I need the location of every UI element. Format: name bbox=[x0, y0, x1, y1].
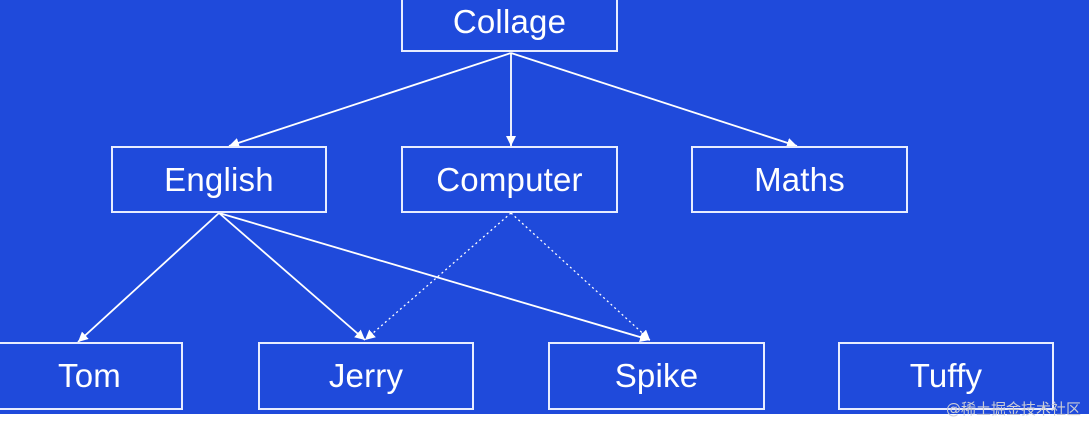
edge-english-to-spike bbox=[218, 212, 651, 342]
node-maths: Maths bbox=[691, 146, 908, 213]
node-collage: Collage bbox=[401, 0, 618, 52]
edge-collage-to-maths bbox=[510, 52, 798, 148]
node-english: English bbox=[111, 146, 327, 213]
node-tuffy: Tuffy bbox=[838, 342, 1054, 410]
node-tom: Tom bbox=[0, 342, 183, 410]
node-computer: Computer bbox=[401, 146, 618, 213]
watermark: @稀土掘金技术社区 bbox=[945, 400, 1081, 418]
edge-english-to-jerry bbox=[218, 212, 366, 341]
edge-computer-to-jerry bbox=[364, 212, 512, 341]
edge-collage-to-english bbox=[228, 52, 512, 148]
node-spike: Spike bbox=[548, 342, 765, 410]
node-jerry: Jerry bbox=[258, 342, 474, 410]
edge-english-to-tom bbox=[77, 212, 220, 343]
edge-computer-to-spike bbox=[510, 212, 651, 341]
